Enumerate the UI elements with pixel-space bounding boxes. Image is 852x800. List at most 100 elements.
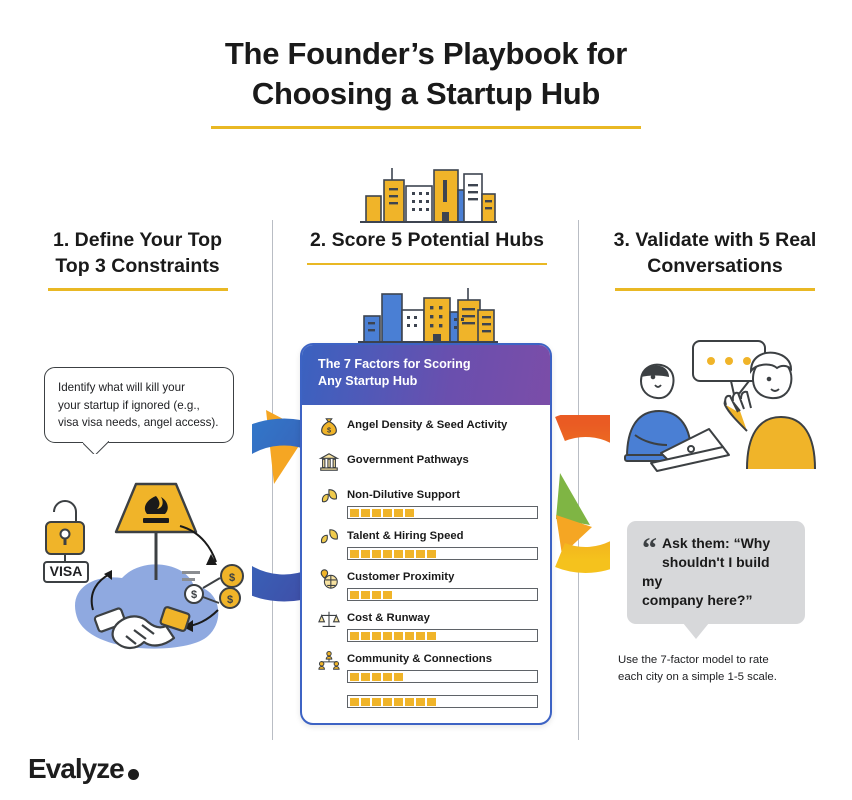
factor-row[interactable]: Government Pathways (314, 450, 538, 478)
column-divider-left (272, 220, 273, 740)
city-skyline-top-icon (360, 168, 497, 223)
title-line-2: Choosing a Startup Hub (251, 76, 601, 112)
validation-quote: “ Ask them: “Why shouldn't I build my co… (627, 521, 805, 639)
rating-segment (372, 697, 381, 706)
rating-segment (394, 631, 403, 640)
factor-content: Community & Connections (344, 649, 538, 683)
rating-segment (361, 590, 370, 599)
svg-text:$: $ (227, 594, 233, 606)
factor-row[interactable]: Cost & Runway (314, 608, 538, 642)
factor-row[interactable]: $ Angel Density & Seed Activity (314, 415, 538, 443)
factor-rating-bar[interactable] (347, 670, 538, 683)
rating-segment (372, 508, 381, 517)
rating-segment (416, 697, 425, 706)
rating-segment (372, 590, 381, 599)
column-divider-right (578, 220, 579, 740)
rating-segment (394, 697, 403, 706)
factor-label: Talent & Hiring Speed (347, 530, 464, 542)
factor-row[interactable]: Community & Connections (314, 649, 538, 683)
constraints-callout: Identify what will kill your your startu… (44, 367, 234, 443)
factor-content (344, 690, 538, 708)
rating-segment (361, 672, 370, 681)
callout-line-2: your startup if ignored (e.g., (58, 398, 200, 412)
person-waving (723, 351, 816, 470)
factor-content: Government Pathways (344, 450, 538, 468)
svg-text:$: $ (191, 589, 197, 601)
government-building-icon (314, 450, 344, 478)
column-1-underline (47, 288, 228, 291)
factor-content: Non-Dilutive Support (344, 485, 538, 519)
brand-logo: Evalyze (28, 753, 139, 785)
page-title: The Founder’s Playbook for Choosing a St… (0, 34, 852, 129)
rating-segment (350, 631, 359, 640)
rating-segment (394, 672, 403, 681)
factor-rating-bar[interactable] (347, 695, 538, 708)
factor-row[interactable]: Talent & Hiring Speed (314, 526, 538, 560)
rating-segment (372, 631, 381, 640)
svg-text:$: $ (327, 426, 331, 435)
factor-row-extra[interactable] (314, 690, 538, 708)
rating-segment (416, 549, 425, 558)
orange-arrow-arc-icon (555, 415, 610, 573)
rating-segment (394, 508, 403, 517)
scales-icon (314, 608, 344, 636)
city-skyline-bottom-icon (358, 288, 498, 343)
spacer-icon (314, 690, 344, 691)
money-bag-icon: $ (314, 415, 344, 443)
column-3-heading: 3. Validate with 5 Real Conversations (588, 228, 842, 291)
column-3-illustration (624, 340, 816, 472)
factor-content: Cost & Runway (344, 608, 538, 642)
column-3-heading-line-1: 3. Validate with 5 Real (613, 229, 817, 251)
rating-segment (350, 590, 359, 599)
column-2-underline (307, 262, 547, 266)
brand-name: Evalyze (28, 753, 125, 784)
quote-tail (683, 622, 709, 639)
factor-label: Non-Dilutive Support (347, 489, 460, 501)
rating-segment (405, 508, 414, 517)
validation-note: Use the 7-factor model to rate each city… (618, 652, 833, 686)
rating-segment (383, 672, 392, 681)
rating-segment (361, 508, 370, 517)
brand-dot-icon (127, 769, 139, 780)
factor-row[interactable]: Non-Dilutive Support (314, 485, 538, 519)
factor-label: Government Pathways (347, 454, 469, 466)
title-line-1: The Founder’s Playbook for (224, 36, 628, 71)
factor-label: Cost & Runway (347, 612, 430, 624)
note-line-1: Use the 7-factor model to rate (618, 654, 769, 666)
title-underline (211, 125, 641, 129)
community-people-icon (314, 649, 344, 677)
quote-line-1: Ask them: “Why (662, 535, 771, 551)
factor-rating-bar[interactable] (347, 506, 538, 519)
rating-segment (405, 549, 414, 558)
rating-segment (394, 549, 403, 558)
column-1-illustration: VISA $ $ $ (43, 482, 244, 650)
map-pin-globe-icon (314, 567, 344, 595)
column-3-underline (615, 288, 815, 291)
column-1-heading-line-1: 1. Define Your Top (52, 229, 223, 251)
svg-text:$: $ (229, 572, 235, 584)
column-1-heading: 1. Define Your Top Top 3 Constraints (10, 228, 265, 291)
quote-line-3: company here?” (642, 591, 753, 608)
factor-rating-bar[interactable] (347, 629, 538, 642)
note-line-2: each city on a simple 1-5 scale. (618, 671, 777, 684)
rating-segment (405, 697, 414, 706)
rating-segment (350, 549, 359, 558)
factor-row[interactable]: Customer Proximity (314, 567, 538, 601)
rating-segment (361, 631, 370, 640)
rating-segment (405, 631, 414, 640)
callout-line-3: visa visa needs, angel access). (58, 416, 219, 430)
factor-rating-bar[interactable] (347, 547, 538, 560)
rating-segment (383, 631, 392, 640)
rating-segment (383, 590, 392, 599)
scoring-card[interactable]: The 7 Factors for Scoring Any Startup Hu… (300, 343, 552, 725)
rating-segment (427, 697, 436, 706)
rating-segment (372, 672, 381, 681)
column-2-heading: 2. Score 5 Potential Hubs (282, 228, 572, 266)
rating-segment (427, 631, 436, 640)
factor-rating-bar[interactable] (347, 588, 538, 601)
rating-segment (383, 549, 392, 558)
rating-segment (372, 549, 381, 558)
callout-tail (83, 441, 109, 454)
card-header-line-1: The 7 Factors for Scoring (318, 357, 471, 371)
blue-arrow-arc-icon (252, 410, 320, 602)
